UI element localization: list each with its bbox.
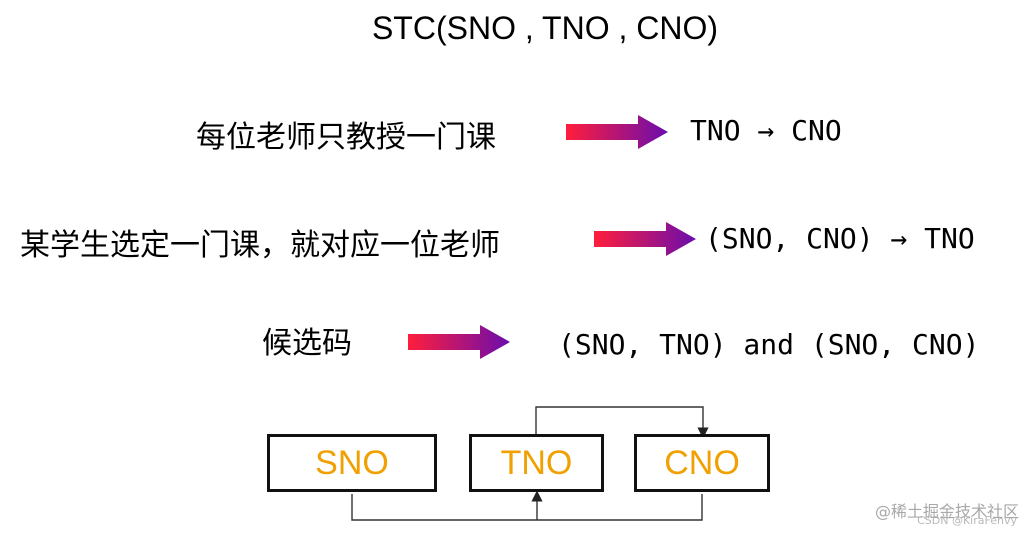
row-label-2: 某学生选定一门课，就对应一位老师 — [20, 228, 500, 263]
sno-box: SNO — [267, 434, 437, 492]
relation-title: STC(SNO , TNO , CNO) — [371, 10, 719, 46]
tno-box: TNO — [469, 434, 604, 492]
dependency-1: TNO → CNO — [690, 114, 842, 147]
cno-box: CNO — [634, 434, 770, 492]
row-label-1: 每位老师只教授一门课 — [196, 120, 496, 155]
watermark-csdn: CSDN @KiraFenvy — [917, 514, 1017, 527]
watermark-juejin: @稀土掘金技术社区 — [874, 502, 1019, 521]
candidate-keys: (SNO, TNO) and (SNO, CNO) — [558, 328, 980, 361]
dependency-2: (SNO, CNO) → TNO — [705, 222, 975, 255]
arrow-right-icon — [408, 325, 510, 359]
arrow-right-icon — [594, 222, 696, 256]
row-label-3: 候选码 — [262, 326, 352, 361]
arrow-right-icon — [566, 115, 668, 149]
